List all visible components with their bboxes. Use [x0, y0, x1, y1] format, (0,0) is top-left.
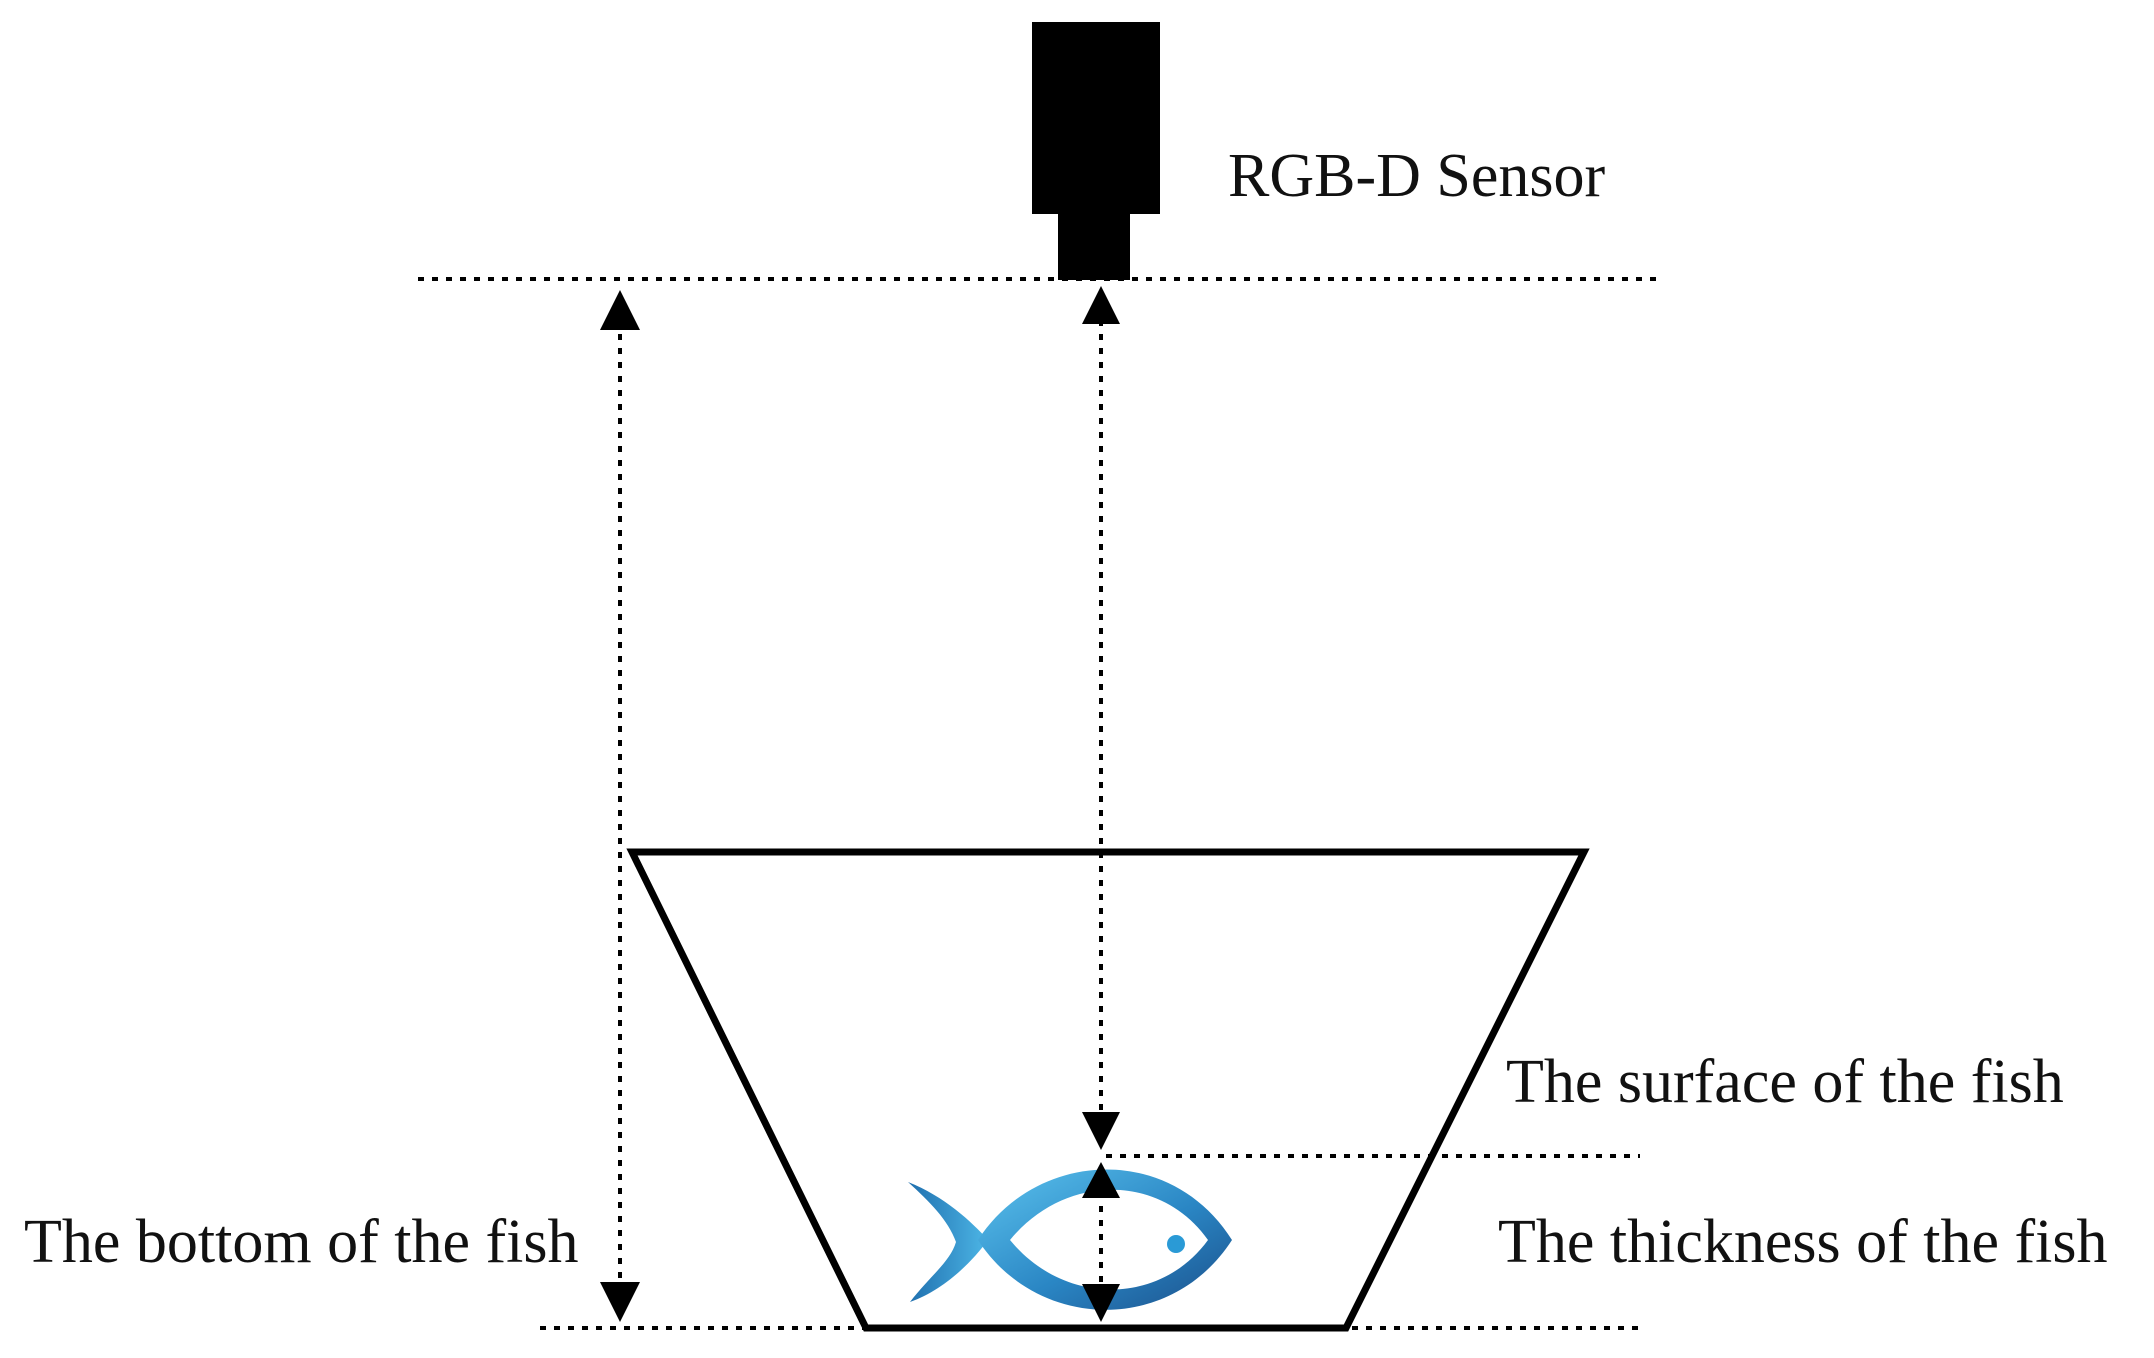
camera-sensor-icon — [1032, 22, 1160, 280]
bottom-label: The bottom of the fish — [24, 1208, 578, 1276]
surface-label: The surface of the fish — [1506, 1048, 2064, 1116]
fish-icon — [908, 1169, 1232, 1310]
sensor-label: RGB-D Sensor — [1228, 142, 1606, 210]
thickness-arrow — [1082, 1162, 1120, 1322]
bottom-distance-arrow — [600, 290, 640, 1322]
fish-container — [626, 848, 1590, 1332]
thickness-label: The thickness of the fish — [1498, 1208, 2108, 1276]
surface-distance-arrow — [1082, 286, 1120, 1150]
